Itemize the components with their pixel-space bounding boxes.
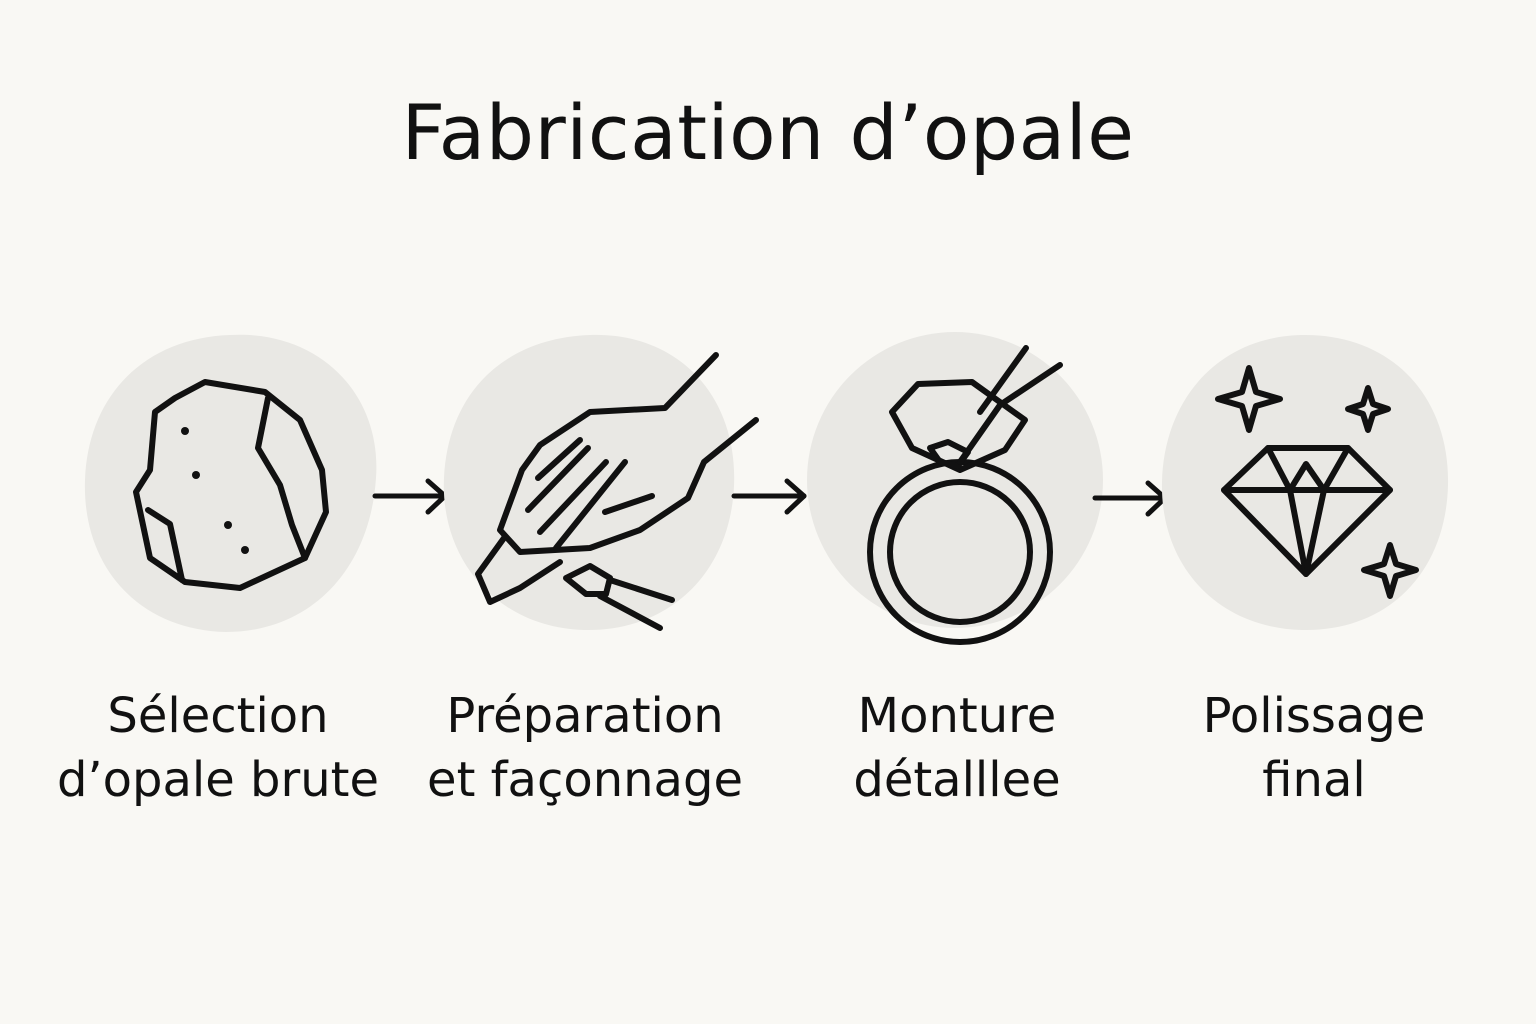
step-2-label: Préparation et façonnage (395, 684, 775, 812)
arrow-right-icon (731, 478, 807, 515)
step-3-label-line2: détalllee (853, 752, 1061, 808)
step-1-label: Sélection d’opale brute (28, 684, 408, 812)
diagram-title: Fabrication d’opale (401, 88, 1135, 177)
step-2-label-line2: et façonnage (427, 752, 743, 808)
step-4-label-line2: final (1262, 752, 1366, 808)
step-4-label: Polissage final (1124, 684, 1504, 812)
sparkling-diamond-icon (1215, 365, 1419, 599)
step-4 (1161, 335, 1449, 631)
step-3 (807, 332, 1103, 645)
step-3-label: Monture détalllee (767, 684, 1147, 812)
step-4-label-line1: Polissage (1202, 688, 1426, 744)
ring-setting-icon (867, 345, 1063, 645)
arrow-right-icon (372, 478, 448, 515)
step-1-label-line1: Sélection (107, 688, 329, 744)
step-2 (443, 334, 759, 631)
rough-opal-stone-icon (133, 379, 329, 591)
step-3-label-line1: Monture (857, 688, 1057, 744)
step-2-label-line1: Préparation (446, 688, 724, 744)
step-4-background-circle (1161, 335, 1449, 631)
step-1 (84, 334, 377, 632)
arrow-right-icon (1092, 480, 1168, 517)
step-1-label-line2: d’opale brute (56, 752, 380, 808)
hand-with-tool-icon (475, 352, 759, 631)
